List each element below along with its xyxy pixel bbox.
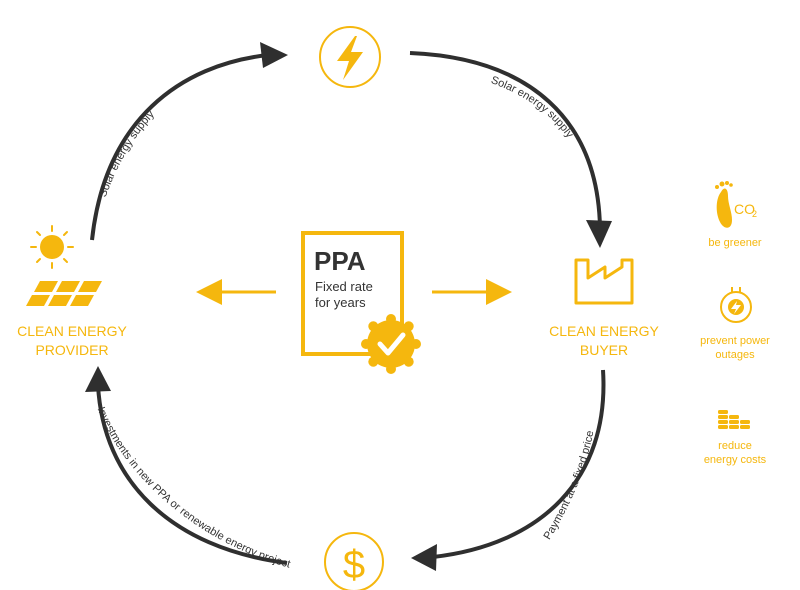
- sun-icon: [30, 225, 74, 269]
- ppa-document: PPA Fixed rate for years: [301, 231, 404, 356]
- solar-panel-sun-icon: [26, 225, 102, 306]
- benefit-reduce-costs: reduce energy costs: [704, 410, 767, 466]
- flow-label-supply-left: Solar energy supply: [97, 108, 157, 199]
- benefit-label-line2: outages: [715, 349, 755, 361]
- svg-text:$: $: [343, 543, 365, 587]
- benefit-label: be greener: [708, 237, 762, 249]
- provider-label-line2: PROVIDER: [35, 342, 108, 358]
- svg-text:CO: CO: [734, 201, 755, 217]
- flow-label-payment: Payment at a fixed price: [542, 430, 597, 542]
- power-plug-icon: [720, 287, 752, 323]
- coin-stacks-icon: [718, 410, 750, 429]
- ppa-line2: for years: [315, 295, 366, 310]
- arrow-to-provider: [196, 279, 276, 305]
- check-badge-icon: [361, 314, 421, 374]
- footprint-co2-icon: CO 2: [715, 181, 757, 228]
- buyer-label-line1: CLEAN ENERGY: [549, 323, 659, 339]
- dollar-icon: $: [324, 532, 384, 590]
- svg-text:2: 2: [752, 209, 757, 219]
- lightning-bolt-icon: [319, 26, 381, 88]
- flow-arrow-supply-right: [409, 51, 612, 248]
- flow-arrow-supply-left: [90, 42, 288, 241]
- solar-panel-icon: [26, 281, 102, 306]
- flow-label-supply-right: Solar energy supply: [489, 74, 575, 140]
- flow-arrow-investment: [85, 366, 288, 565]
- buyer-label-line2: BUYER: [580, 342, 628, 358]
- benefit-prevent-outages: prevent power outages: [700, 287, 770, 361]
- benefit-label-line2: energy costs: [704, 454, 767, 466]
- benefit-label-line1: prevent power: [700, 335, 770, 347]
- provider-label-line1: CLEAN ENERGY: [17, 323, 127, 339]
- benefit-label-line1: reduce: [718, 440, 752, 452]
- benefit-be-greener: CO 2 be greener: [708, 181, 762, 249]
- factory-icon: [574, 258, 634, 305]
- ppa-line1: Fixed rate: [315, 279, 373, 294]
- arrow-to-buyer: [432, 279, 512, 305]
- flow-arrow-payment: [411, 369, 606, 571]
- ppa-title: PPA: [314, 246, 366, 276]
